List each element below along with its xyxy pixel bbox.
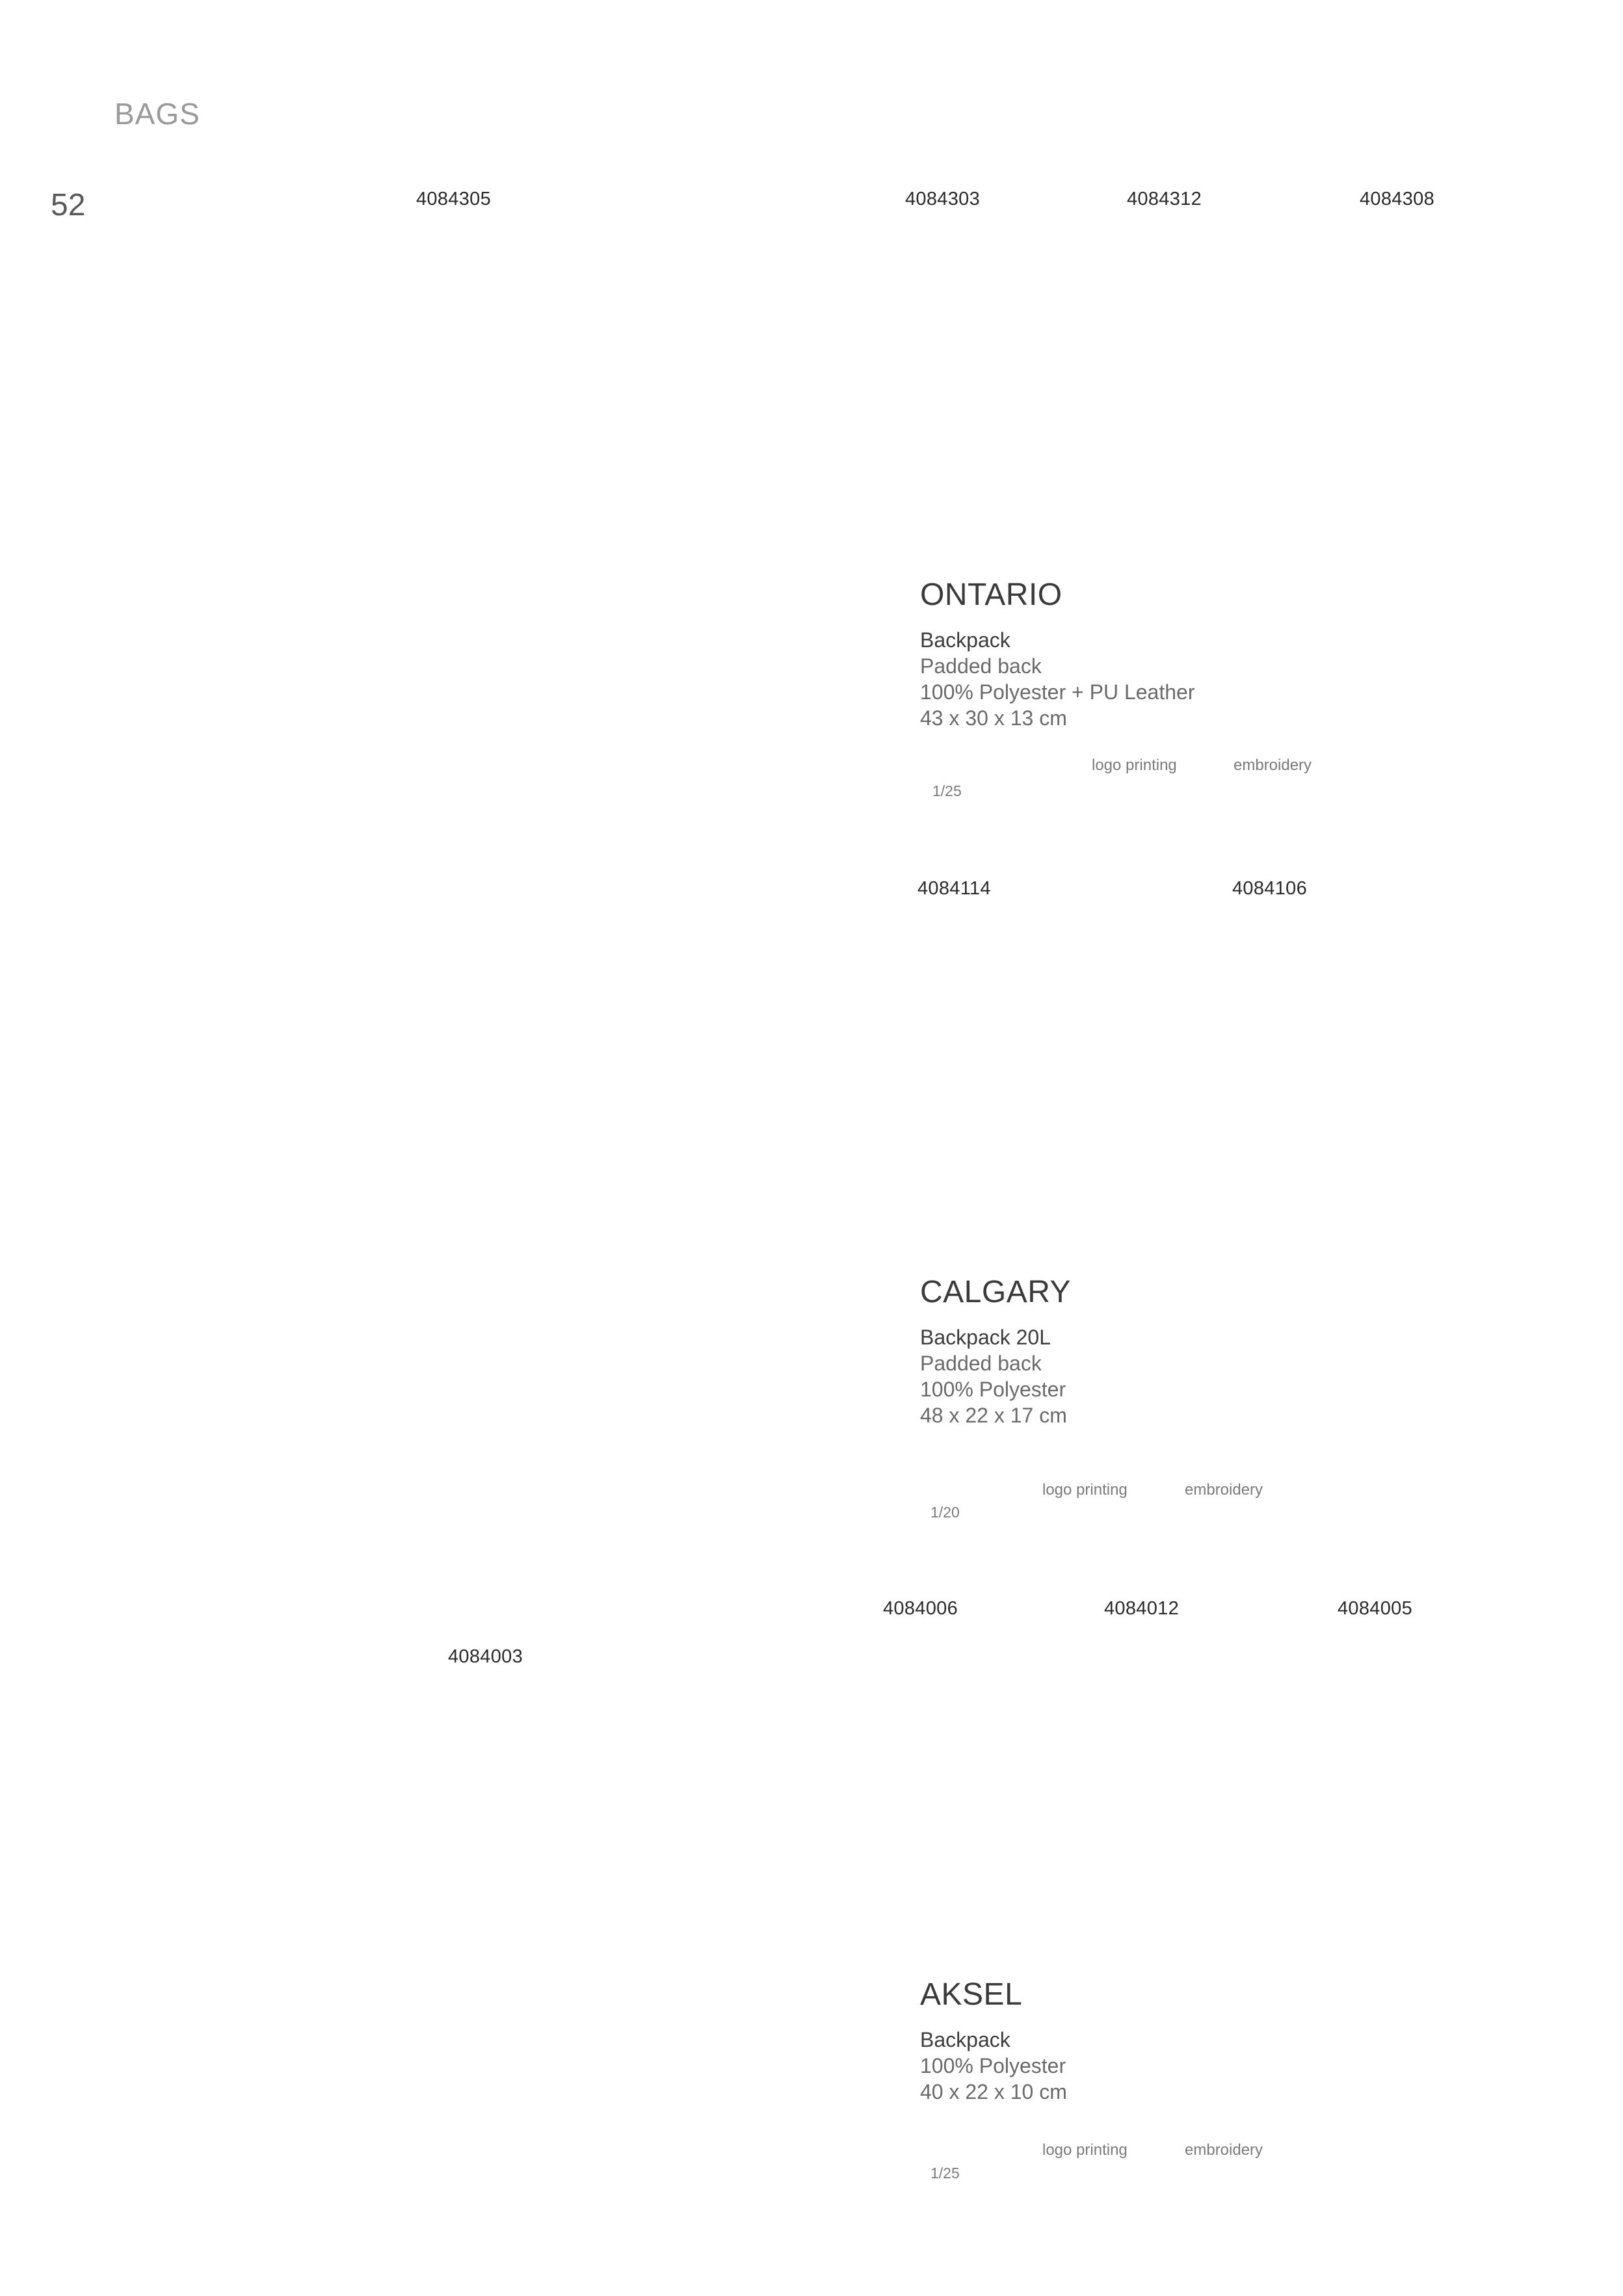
spec-line: 100% Polyester <box>920 1378 1066 1401</box>
spec-line: 100% Polyester <box>920 2054 1066 2077</box>
spec-line: Padded back <box>920 1352 1042 1375</box>
product-type: Backpack 20L <box>920 1326 1051 1349</box>
decoration-embroidery: embroidery <box>1185 2141 1263 2159</box>
packing-quantity: 1/20 <box>930 1504 960 1521</box>
section-title: BAGS <box>114 97 200 131</box>
packing-quantity: 1/25 <box>930 2165 960 2182</box>
spec-line: 100% Polyester + PU Leather <box>920 680 1195 704</box>
sku-label: 4084006 <box>883 1598 958 1619</box>
spec-line: 43 x 30 x 13 cm <box>920 706 1067 730</box>
spec-line: 40 x 22 x 10 cm <box>920 2080 1067 2103</box>
product-specs: Backpack 20L Padded back 100% Polyester … <box>920 1324 1067 1428</box>
product-name: ONTARIO <box>920 578 1062 612</box>
decoration-logo-printing: logo printing <box>1092 756 1177 774</box>
product-specs: Backpack 100% Polyester 40 x 22 x 10 cm <box>920 2027 1067 2105</box>
sku-label: 4084114 <box>917 878 991 899</box>
sku-label: 4084005 <box>1338 1598 1412 1619</box>
sku-label: 4084303 <box>905 189 980 209</box>
packing-quantity: 1/25 <box>932 782 962 799</box>
decoration-embroidery: embroidery <box>1234 756 1312 774</box>
product-type: Backpack <box>920 628 1010 652</box>
sku-label: 4084312 <box>1127 189 1202 209</box>
decoration-logo-printing: logo printing <box>1042 2141 1128 2159</box>
sku-label: 4084308 <box>1360 189 1434 209</box>
spec-line: Padded back <box>920 654 1042 678</box>
decoration-logo-printing: logo printing <box>1042 1481 1128 1499</box>
sku-label: 4084305 <box>416 189 491 209</box>
page-number: 52 <box>51 188 86 222</box>
sku-label: 4084106 <box>1232 878 1307 899</box>
product-type: Backpack <box>920 2028 1010 2051</box>
product-name: CALGARY <box>920 1275 1072 1309</box>
sku-label: 4084003 <box>448 1646 523 1667</box>
product-name: AKSEL <box>920 1977 1023 2012</box>
sku-label: 4084012 <box>1104 1598 1179 1619</box>
decoration-embroidery: embroidery <box>1185 1481 1263 1499</box>
spec-line: 48 x 22 x 17 cm <box>920 1404 1067 1427</box>
product-specs: Backpack Padded back 100% Polyester + PU… <box>920 627 1194 731</box>
